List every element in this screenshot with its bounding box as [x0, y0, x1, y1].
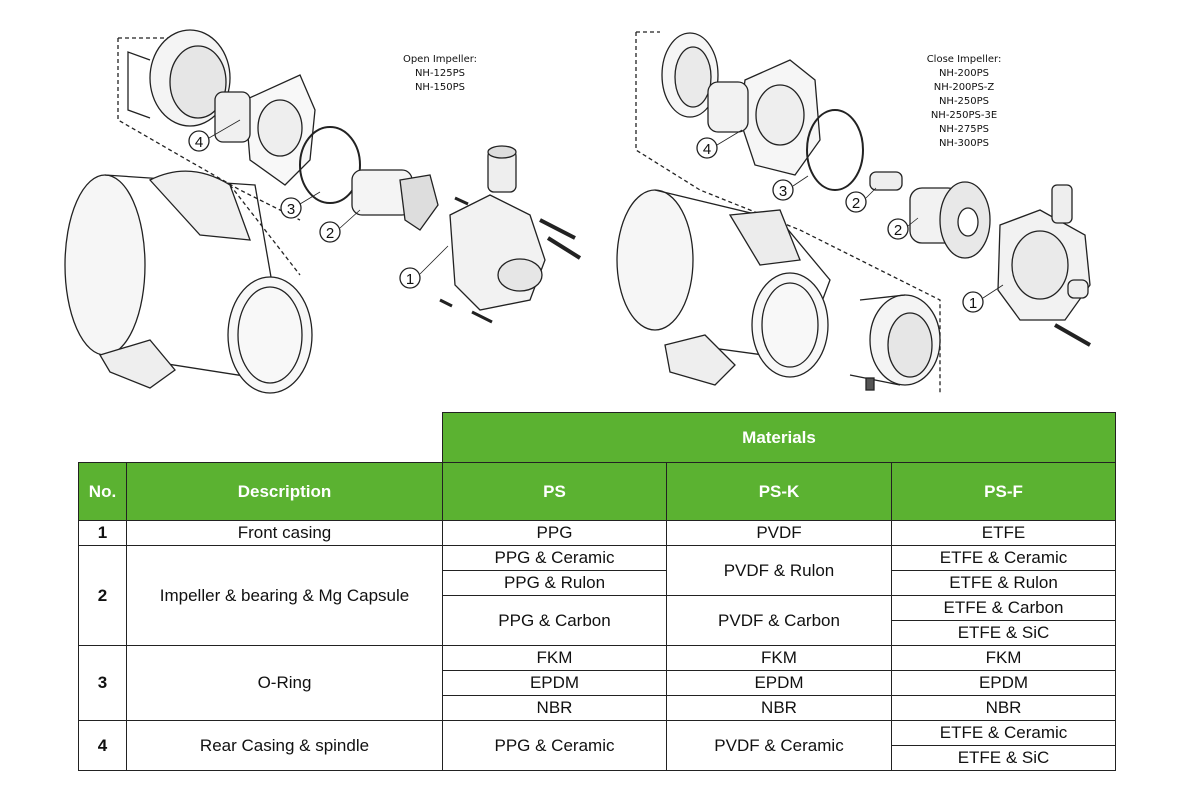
svg-text:2: 2	[894, 222, 902, 239]
svg-text:4: 4	[703, 141, 711, 158]
model-label: NH-125PS	[414, 68, 466, 79]
cell-ps-f: EPDM	[890, 670, 1117, 696]
model-label: NH-200PS-Z	[933, 82, 995, 93]
left-callout-4: 4	[188, 130, 210, 152]
cell-ps-f: FKM	[890, 645, 1117, 671]
model-label: NH-250PS-3E	[930, 110, 998, 121]
materials-header-row: Materials	[78, 412, 1117, 463]
cell-ps-f: ETFE	[890, 520, 1117, 546]
right-callout-4: 4	[696, 137, 718, 159]
svg-text:2: 2	[326, 225, 334, 242]
right-callout-3: 3	[772, 179, 794, 201]
cell-ps: NBR	[442, 695, 667, 721]
cell-ps: EPDM	[442, 670, 667, 696]
column-header-row: No. Description PS PS-K PS-F	[78, 462, 1117, 521]
svg-text:4: 4	[195, 134, 203, 151]
header-ps: PS	[442, 462, 667, 521]
left-callout-2: 2	[319, 221, 341, 243]
model-label: NH-200PS	[938, 68, 990, 79]
row-description: Rear Casing & spindle	[126, 720, 443, 771]
cell-ps: PPG & Ceramic	[442, 545, 667, 571]
right-callout-2b: 2	[887, 218, 909, 240]
cell-ps-f: ETFE & SiC	[890, 620, 1117, 646]
cell-ps-k: PVDF & Rulon	[666, 545, 892, 596]
cell-ps-f: ETFE & Carbon	[890, 595, 1117, 621]
svg-text:3: 3	[287, 201, 295, 218]
table-row: 1 Front casing PPG PVDF ETFE	[78, 520, 1117, 546]
row-description: Front casing	[126, 520, 443, 546]
model-label: NH-250PS	[938, 96, 990, 107]
left-callout-1: 1	[399, 267, 421, 289]
table-row: 3 O-Ring FKM FKM FKM	[78, 645, 1117, 721]
cell-ps-k: FKM	[666, 645, 892, 671]
row-description: O-Ring	[126, 645, 443, 721]
svg-text:2: 2	[852, 195, 860, 212]
header-ps-f: PS-F	[890, 462, 1117, 521]
cell-ps: FKM	[442, 645, 667, 671]
cell-ps: PPG & Rulon	[442, 570, 667, 596]
model-label: NH-275PS	[938, 124, 990, 135]
cell-ps-f: ETFE & Ceramic	[890, 545, 1117, 571]
cell-ps-k: PVDF	[666, 520, 892, 546]
header-spacer	[78, 412, 443, 463]
materials-table: Materials No. Description PS PS-K PS-F 1…	[78, 412, 1117, 771]
table-row: ETFE & SiC	[79, 745, 1117, 771]
cell-ps-k: EPDM	[666, 670, 892, 696]
exploded-view-diagrams: 4 3 2 1	[64, 29, 1091, 395]
table-row: PPG & Carbon PVDF & Carbon ETFE & Carbon	[79, 595, 1117, 646]
svg-text:3: 3	[779, 183, 787, 200]
cell-ps-k: PVDF & Carbon	[666, 595, 892, 646]
cell-ps: PPG & Ceramic	[442, 720, 667, 771]
open-impeller-title: Open Impeller:	[402, 54, 478, 65]
header-description: Description	[126, 462, 443, 521]
open-impeller-model-list: Open Impeller: NH-125PS NH-150PS	[382, 53, 498, 95]
model-label: NH-300PS	[938, 138, 990, 149]
materials-header: Materials	[441, 412, 1117, 463]
model-label: NH-150PS	[414, 82, 466, 93]
cell-ps-f: ETFE & SiC	[890, 745, 1117, 771]
header-ps-k: PS-K	[666, 462, 892, 521]
left-callout-3: 3	[280, 197, 302, 219]
cell-ps-k: NBR	[666, 695, 892, 721]
cell-ps-f: ETFE & Rulon	[890, 570, 1117, 596]
cell-ps-f: NBR	[890, 695, 1117, 721]
right-callout-2a: 2	[845, 191, 867, 213]
row-number: 4	[78, 720, 127, 771]
table-row: PPG & Rulon ETFE & Rulon	[79, 570, 1117, 596]
close-impeller-title: Close Impeller:	[926, 54, 1002, 65]
cell-ps: PPG & Carbon	[442, 595, 667, 646]
right-callout-1: 1	[962, 291, 984, 313]
cell-ps: PPG	[442, 520, 667, 546]
table-row: 4 Rear Casing & spindle PPG & Ceramic PV…	[78, 720, 1117, 771]
close-impeller-pump-drawing	[616, 31, 1091, 395]
header-no: No.	[78, 462, 127, 521]
row-description: Impeller & bearing & Mg Capsule	[126, 545, 443, 646]
row-number: 1	[78, 520, 127, 546]
open-impeller-pump-drawing	[64, 29, 582, 394]
close-impeller-model-list: Close Impeller: NH-200PS NH-200PS-Z NH-2…	[906, 53, 1022, 151]
row-number: 2	[78, 545, 127, 646]
row-number: 3	[78, 645, 127, 721]
svg-text:1: 1	[406, 271, 414, 288]
table-row: 2 Impeller & bearing & Mg Capsule PPG & …	[78, 545, 1117, 646]
svg-text:1: 1	[969, 295, 977, 312]
table-row: ETFE & SiC	[79, 620, 1117, 646]
cell-ps-k: PVDF & Ceramic	[666, 720, 892, 771]
cell-ps-f: ETFE & Ceramic	[890, 720, 1117, 746]
table-row: NBR NBR NBR	[79, 695, 1117, 721]
